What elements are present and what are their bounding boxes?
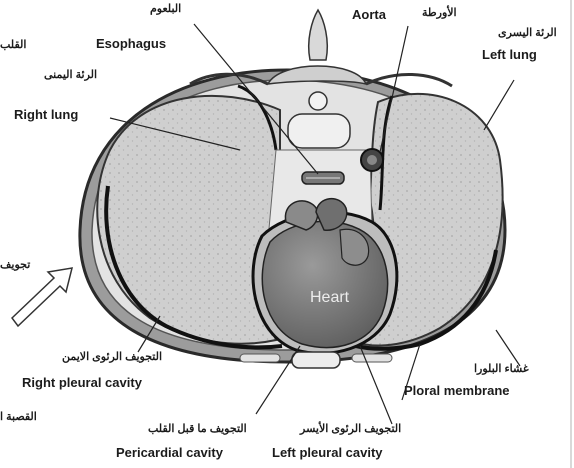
- label-esophagus-ar: البلعوم: [150, 4, 181, 15]
- label-pleural-membrane-ar: غشاء البلورا: [474, 364, 529, 375]
- label-pleural-membrane-en: Ploral membrane: [404, 384, 510, 397]
- arrow-icon: [12, 268, 72, 326]
- label-left-lung-en: Left lung: [482, 48, 537, 61]
- rib-cartilage-right: [352, 354, 392, 362]
- label-pericardial-en: Pericardial cavity: [116, 446, 223, 459]
- label-right-lung-ar: الرئة اليمنى: [44, 70, 97, 81]
- label-aorta-ar: الأورطة: [422, 8, 457, 19]
- heart: [262, 221, 387, 347]
- spinous-process: [309, 10, 328, 60]
- label-left-pleural-ar: التجويف الرئوى الأيسر: [300, 424, 401, 435]
- spinal-cord: [309, 92, 327, 110]
- rib-cartilage-left: [240, 354, 280, 362]
- label-heart-ar-cut: القلب: [0, 40, 26, 51]
- vertebral-body: [288, 114, 350, 148]
- label-right-lung-en: Right lung: [14, 108, 78, 121]
- label-pericardial-ar: التجويف ما قبل القلب: [148, 424, 247, 435]
- label-heart-en: Heart: [310, 290, 349, 306]
- label-left-lung-ar: الرئة اليسرى: [498, 28, 557, 39]
- label-right-pleural-ar: التجويف الرئوى الايمن: [62, 352, 162, 363]
- label-esophagus-en: Esophagus: [96, 37, 166, 50]
- label-right-pleural-en: Right pleural cavity: [22, 376, 142, 389]
- sternum: [292, 352, 340, 368]
- label-left-pleural-en: Left pleural cavity: [272, 446, 383, 459]
- label-trachea-ar-cut: القصبة ا: [0, 412, 37, 423]
- right-edge-divider: [570, 0, 572, 468]
- label-aorta-en: Aorta: [352, 8, 386, 21]
- label-cavity-ar-cut: تجويف: [0, 260, 30, 271]
